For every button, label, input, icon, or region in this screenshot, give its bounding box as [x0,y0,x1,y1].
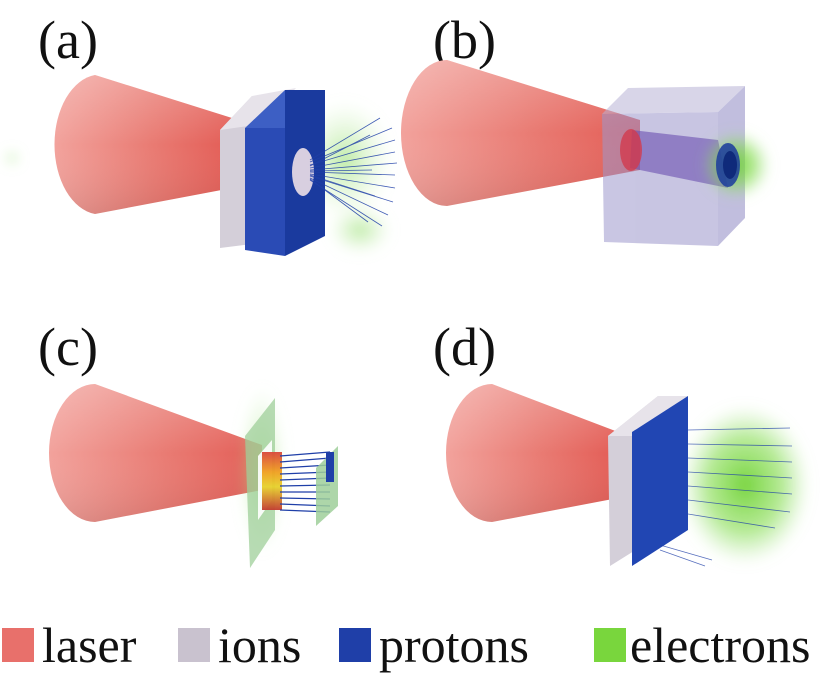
panel-d-laser-cone [446,384,618,522]
panel-a-proton-foil [245,90,325,256]
legend-swatch-electrons [594,628,626,662]
panel-a-label: (a) [38,10,98,70]
panel-a: (a) [4,10,398,256]
legend-label-ions: ions [218,617,301,673]
panel-d: (d) [433,317,810,567]
panel-b: (b) [401,10,770,246]
legend-label-electrons: electrons [630,617,810,673]
panel-c-second-foil [316,446,338,526]
panel-a-laser-cone [54,75,233,214]
panel-b-proton-end [716,143,740,187]
panel-c-plasma-channel [262,452,282,510]
panel-c-laser-cone [49,384,262,522]
panel-b-label: (b) [433,10,496,70]
legend-label-laser: laser [42,617,137,673]
legend-item-electrons: electrons [594,617,810,673]
panel-c-label: (c) [38,317,98,377]
panel-d-proton-beam [659,427,793,567]
legend: laser ions protons electrons [2,617,810,673]
legend-item-protons: protons [339,617,529,673]
panel-c: (c) [38,317,338,568]
legend-item-laser: laser [2,617,137,673]
legend-label-protons: protons [379,617,529,673]
legend-swatch-protons [339,628,371,662]
legend-swatch-ions [178,628,210,662]
legend-swatch-laser [2,628,34,662]
legend-item-ions: ions [178,617,301,673]
panel-d-electron-cloud [680,405,810,565]
panel-d-label: (d) [433,317,496,377]
panel-a-proton-beam [309,117,398,227]
panel-d-proton-foil [632,396,688,566]
panel-b-laser-cone [401,60,640,206]
